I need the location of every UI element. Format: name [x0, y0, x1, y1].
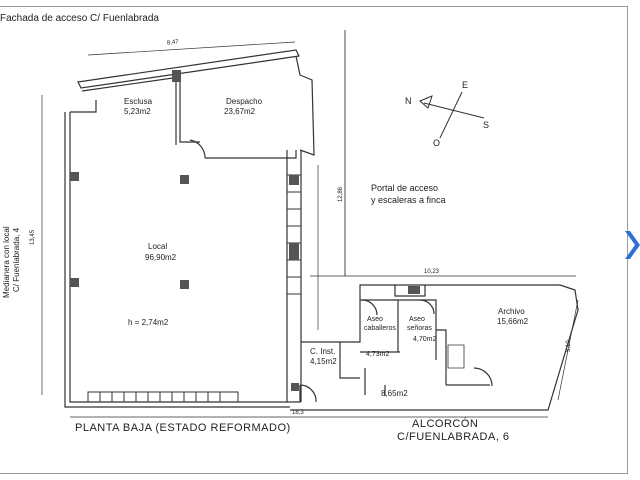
cinst-area: 4,15m2: [310, 357, 337, 366]
aseo-senoras-area: 4,70m2: [413, 336, 437, 343]
esclusa-name: Esclusa: [124, 97, 153, 106]
plan-title: PLANTA BAJA (ESTADO REFORMADO): [75, 422, 291, 434]
dimension-vertical: 12,86: [338, 186, 344, 202]
portal-line-1: Portal de acceso: [371, 183, 439, 193]
compass-north: N: [405, 96, 412, 106]
dimension-mid: 10,23: [424, 269, 440, 275]
side-label-line-2: C/ Fuenlabrada, 4: [12, 227, 21, 292]
facade-wall: [77, 49, 300, 89]
bottom-windows: [87, 391, 239, 403]
local-outer-wall: [69, 112, 290, 403]
portal-line-2: y escaleras a finca: [371, 195, 446, 205]
address-line-2: C/FUENLABRADA, 6: [397, 431, 510, 443]
compass-south: S: [483, 120, 490, 130]
side-label-line-1: Medianera con local: [2, 226, 11, 298]
annex-outer-wall: [290, 284, 579, 411]
dimension-left: 13,45: [30, 229, 36, 245]
aseo-caballeros-area: 4,73m2: [366, 351, 390, 358]
despacho-area: 23,67m2: [224, 107, 256, 116]
drawing-frame: [0, 6, 628, 474]
aseo-caballeros-name-2: caballeros: [364, 325, 396, 332]
dimension-right: 5,10: [566, 340, 572, 352]
local-area: 96,90m2: [145, 253, 177, 262]
cinst-name: C. Inst.: [310, 347, 336, 356]
aseo-senoras-name-2: señoras: [407, 325, 432, 332]
facade-title: Fachada de acceso C/ Fuenlabrada: [0, 13, 159, 24]
local-height: h = 2,74m2: [128, 318, 169, 327]
archivo-area: 15,66m2: [497, 317, 529, 326]
local-name: Local: [148, 242, 168, 251]
dimension-bottom: 18,3: [292, 410, 304, 416]
esclusa-area: 5,23m2: [124, 107, 151, 116]
compass-west: O: [433, 138, 441, 148]
despacho-name: Despacho: [226, 97, 263, 106]
aseo-caballeros-name-1: Aseo: [367, 316, 383, 323]
compass-east: E: [462, 80, 469, 90]
pasillo-area: 8,65m2: [381, 389, 408, 398]
archivo-name: Archivo: [498, 307, 525, 316]
aseo-senoras-name-1: Aseo: [409, 316, 425, 323]
address-line-1: ALCORCÓN: [412, 418, 479, 430]
chevron-right-icon[interactable]: [625, 225, 640, 265]
